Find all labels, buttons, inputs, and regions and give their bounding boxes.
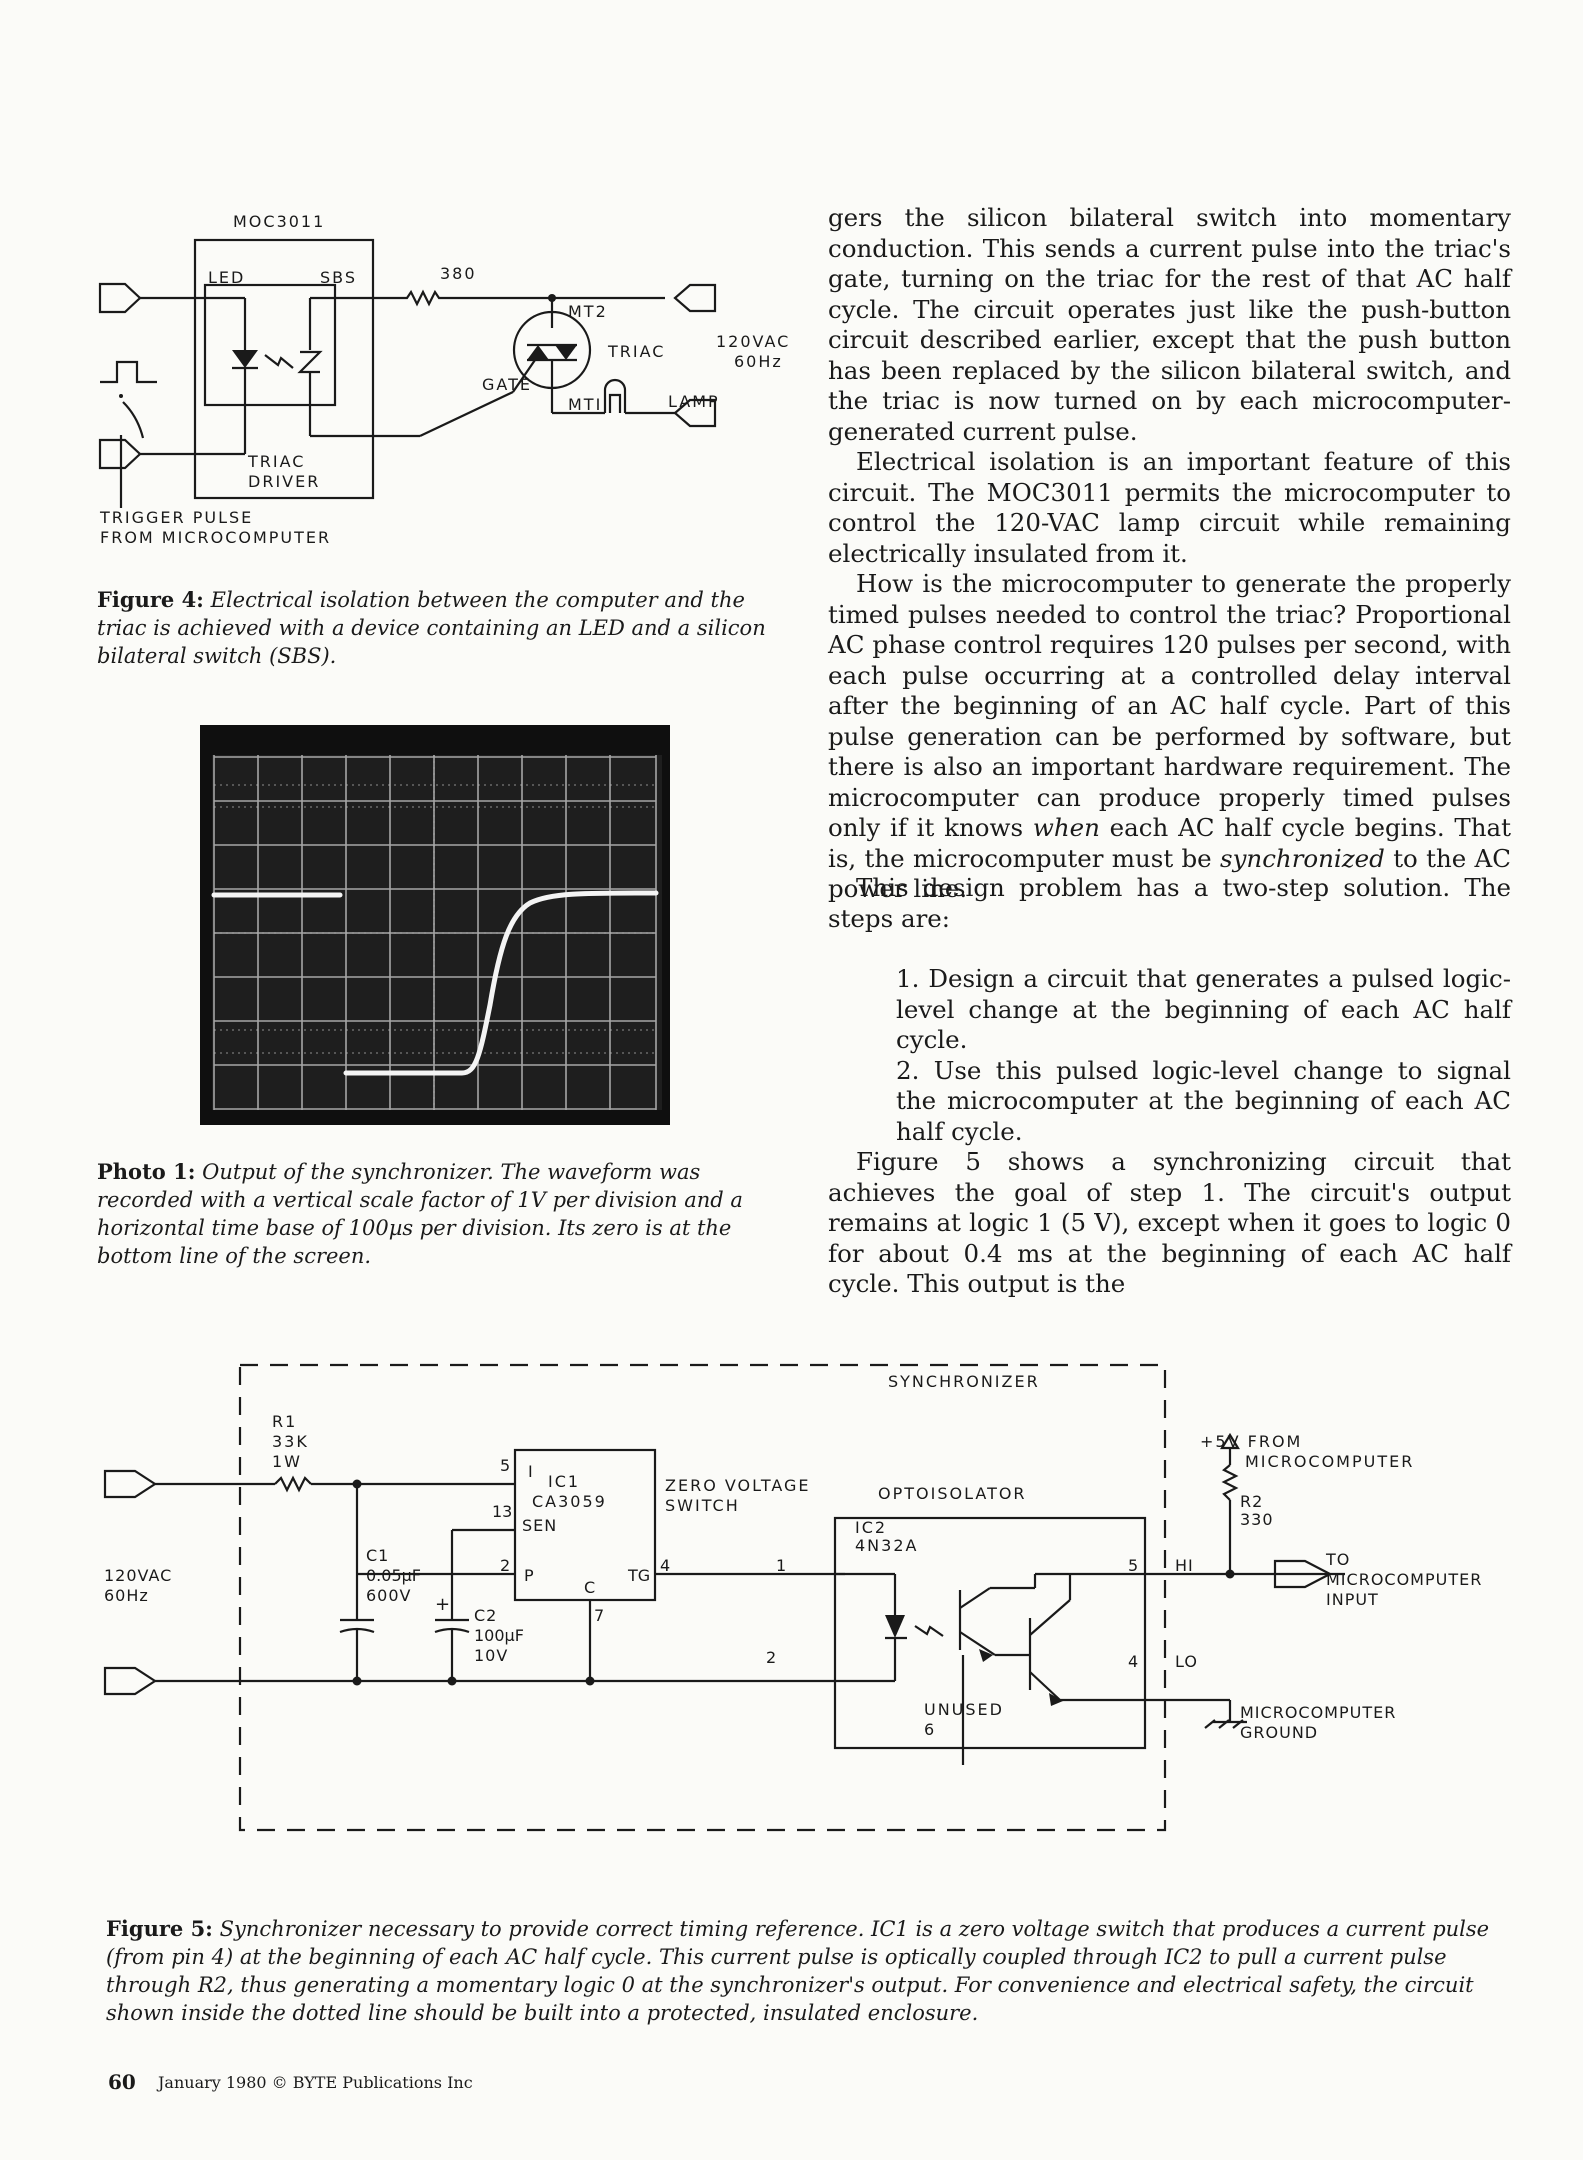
fig5-ic1-a: IC1 — [548, 1472, 581, 1491]
fig5-c1-a: C1 — [366, 1546, 390, 1565]
fig5-ic1-b: CA3059 — [532, 1492, 607, 1511]
fig5-zvs-a: ZERO VOLTAGE — [665, 1476, 811, 1495]
fig5-title: SYNCHRONIZER — [888, 1372, 1040, 1391]
right-column: gers the silicon bilateral switch into m… — [828, 203, 1511, 905]
fig4-lamp-label: LAMP — [668, 392, 720, 411]
fig5-gnd-a: MICROCOMPUTER — [1240, 1703, 1397, 1722]
fig5-r2-b: 330 — [1240, 1510, 1274, 1529]
figure-4-overlay — [98, 238, 717, 508]
step-2: 2. Use this pulsed logic-level change to… — [896, 1055, 1511, 1146]
fig4-gate-label: GATE — [482, 375, 532, 394]
footer-issue: January 1980 © BYTE Publications Inc — [158, 2073, 473, 2092]
paragraph-3-a: How is the microcomputer to generate the… — [828, 569, 1511, 842]
fig5-c2-c: 10V — [474, 1646, 509, 1665]
fig5-to-c: INPUT — [1326, 1590, 1379, 1609]
figure-5-caption-text: Synchronizer necessary to provide correc… — [106, 1917, 1490, 2025]
fig4-led-label: LED — [208, 268, 246, 287]
photo-1-caption-text: Output of the synchronizer. The waveform… — [97, 1160, 743, 1268]
fig5-c1-c: 600V — [366, 1586, 412, 1605]
figure-5-caption-label: Figure 5: — [106, 1916, 213, 1941]
fig4-mt2-label: MT2 — [568, 302, 608, 321]
fig5-r1-c: 1W — [272, 1452, 302, 1471]
fig4-driver-label-1: TRIAC — [248, 452, 306, 471]
fig5-c2-b: 100µF — [474, 1626, 524, 1645]
steps-list: 1. Design a circuit that generates a pul… — [896, 964, 1511, 1147]
figure-5-schematic — [103, 1363, 1345, 1832]
fig5-unused: UNUSED — [924, 1700, 1004, 1719]
paragraph-2: Electrical isolation is an important fea… — [828, 447, 1511, 568]
figure-4-caption-text: Electrical isolation between the compute… — [97, 588, 766, 668]
photo-1-caption: Photo 1: Output of the synchronizer. The… — [97, 1158, 779, 1270]
paragraph-4: This design problem has a two-step solut… — [828, 873, 1511, 933]
fig5-r2-a: R2 — [1240, 1492, 1264, 1511]
fig4-supply-label-1: 120VAC — [716, 332, 791, 351]
fig4-trigger-label-1: TRIGGER PULSE — [100, 508, 254, 527]
fig5-p1: 1 — [776, 1556, 787, 1575]
paragraph-3-c: to the AC power line. — [828, 843, 1511, 904]
paragraph-1: gers the silicon bilateral switch into m… — [828, 203, 1511, 446]
figure-4-caption-label: Figure 4: — [97, 587, 204, 612]
fig4-supply-label-2: 60Hz — [734, 352, 783, 371]
fig5-ic2-b: 4N32A — [855, 1536, 919, 1555]
figure-4-caption: Figure 4: Electrical isolation between t… — [97, 586, 779, 670]
fig5-pin-i: I — [528, 1462, 533, 1481]
paragraph-5-block: Figure 5 shows a synchronizing circuit t… — [828, 1147, 1511, 1300]
fig5-p5: 5 — [1128, 1556, 1139, 1575]
fig4-triac-label: TRIAC — [608, 342, 666, 361]
fig5-n4: 4 — [660, 1556, 671, 1575]
fig5-r1-b: 33K — [272, 1432, 309, 1451]
oscilloscope-photo — [200, 725, 670, 1125]
fig5-p4: 4 — [1128, 1652, 1139, 1671]
fig5-p6: 6 — [924, 1720, 935, 1739]
fig5-v5-a: +5V FROM — [1200, 1432, 1303, 1451]
fig5-gnd-b: GROUND — [1240, 1723, 1319, 1742]
fig5-to-a: TO — [1326, 1550, 1351, 1569]
fig4-chip-label: MOC3011 — [233, 212, 326, 231]
fig5-to-b: MICROCOMPUTER — [1326, 1570, 1483, 1589]
fig5-n5: 5 — [500, 1456, 511, 1475]
fig5-lo: LO — [1175, 1652, 1198, 1671]
fig5-pin-tg: TG — [628, 1566, 651, 1585]
fig5-zvs-b: SWITCH — [665, 1496, 740, 1515]
fig5-n13: 13 — [492, 1502, 513, 1521]
fig4-mt1-label: MTI — [568, 395, 603, 414]
figure-5-caption: Figure 5: Synchronizer necessary to prov… — [106, 1915, 1510, 2027]
paragraph-5: Figure 5 shows a synchronizing circuit t… — [828, 1147, 1511, 1298]
fig5-ic2-a: IC2 — [855, 1518, 888, 1537]
fig5-n7: 7 — [594, 1606, 605, 1625]
fig5-supply-b: 60Hz — [104, 1586, 149, 1605]
fig5-r1-a: R1 — [272, 1412, 298, 1431]
fig5-pin-sen: SEN — [522, 1516, 558, 1535]
fig5-c1-b: 0.05µF — [366, 1566, 422, 1585]
fig4-driver-label-2: DRIVER — [248, 472, 321, 491]
fig5-pin-p: P — [524, 1566, 534, 1585]
paragraph-3: How is the microcomputer to generate the… — [828, 569, 1511, 905]
fig4-resistor-label: 380 — [440, 264, 477, 283]
fig4-trigger-label-2: FROM MICROCOMPUTER — [100, 528, 332, 547]
fig5-opto: OPTOISOLATOR — [878, 1484, 1027, 1503]
fig5-n2: 2 — [500, 1556, 511, 1575]
fig5-hi: HI — [1175, 1556, 1194, 1575]
fig5-pin-c: C — [584, 1578, 596, 1597]
paragraph-3-em-when: when — [1032, 813, 1100, 842]
paragraph-3-em-synchronized: synchronized — [1220, 843, 1385, 873]
page-number: 60 — [108, 2070, 136, 2094]
fig4-sbs-label: SBS — [320, 268, 358, 287]
paragraph-4-block: This design problem has a two-step solut… — [828, 873, 1511, 934]
photo-1-caption-label: Photo 1: — [97, 1159, 196, 1184]
fig5-c2-a: C2 — [474, 1606, 498, 1625]
fig5-v5-b: MICROCOMPUTER — [1245, 1452, 1415, 1471]
step-1: 1. Design a circuit that generates a pul… — [896, 964, 1511, 1054]
fig5-p2: 2 — [766, 1648, 777, 1667]
fig5-plus: + — [435, 1594, 451, 1615]
paragraph-3-b: each AC half cycle begins. That is, the … — [828, 813, 1511, 873]
fig5-supply-a: 120VAC — [104, 1566, 173, 1585]
